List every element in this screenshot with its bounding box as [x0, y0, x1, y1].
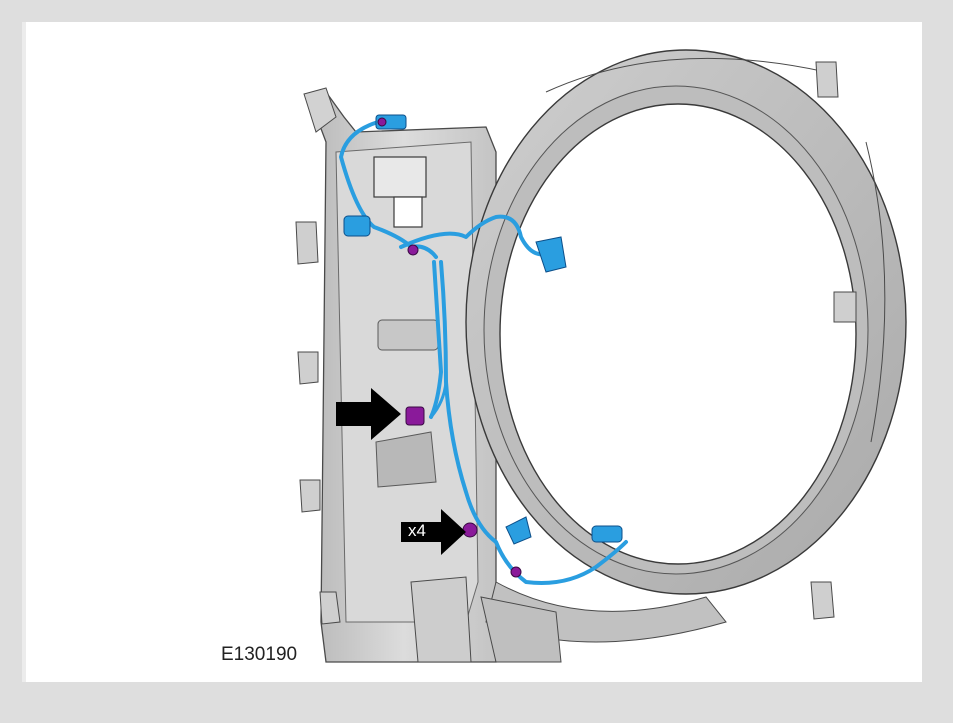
fan-ring: [465, 49, 907, 663]
callout-arrow-qty: [401, 509, 466, 555]
clip-top: [377, 117, 387, 127]
clip-retainer: [462, 522, 478, 538]
clip-lower: [510, 566, 522, 578]
clip-upper: [407, 244, 419, 256]
clip-main: [405, 406, 425, 426]
figure-id-label: E130190: [221, 644, 298, 665]
shroud-plate: [295, 87, 497, 663]
fan-shroud-illustration: [295, 49, 907, 663]
callout-quantity-label: x4: [408, 521, 426, 540]
illustration-panel: x4 E130190: [22, 22, 922, 682]
wiring-harness: [339, 120, 628, 585]
harness-connectors: [343, 114, 623, 545]
callout-arrow-main: [336, 388, 401, 440]
harness-clips: [377, 117, 522, 578]
